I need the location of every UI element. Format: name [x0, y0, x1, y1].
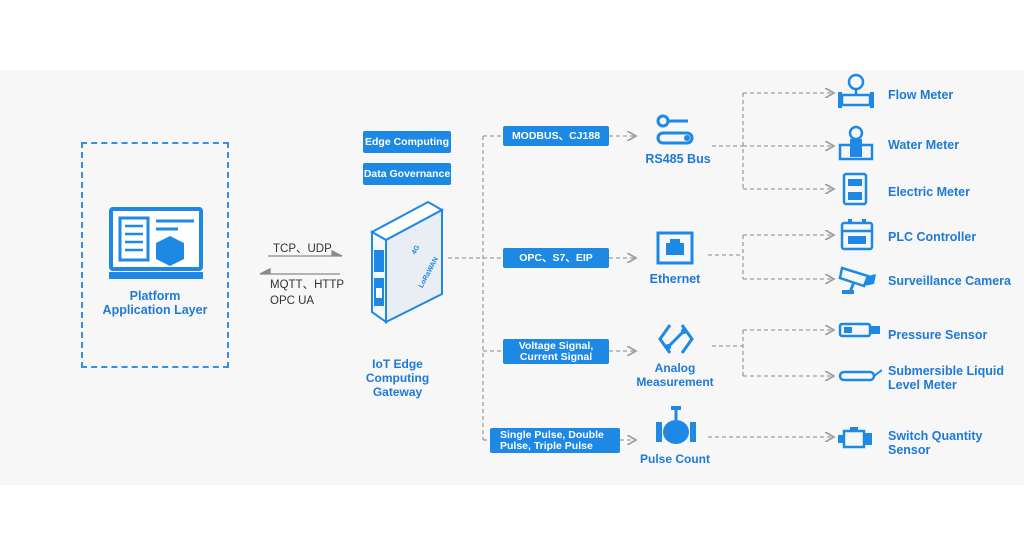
plc-controller-label-text: PLC Controller: [888, 230, 977, 244]
pulse-pill-line1: Single Pulse, Double: [500, 428, 604, 441]
electric-meter-label-text: Electric Meter: [888, 185, 970, 199]
analog-measurement-icon: [656, 321, 696, 362]
electric-meter-icon: [842, 172, 868, 211]
rs485-bus-label-text: RS485 Bus: [645, 152, 711, 166]
water-meter-icon: [838, 125, 874, 166]
analog-measurement-label: Analog Measurement: [630, 361, 720, 389]
monitor-icon: [108, 206, 204, 287]
ethernet-icon: [656, 231, 694, 270]
gateway-label-line1: IoT Edge Computing: [365, 357, 430, 385]
pulse-pill-line2: Pulse, Triple Pulse: [500, 439, 593, 452]
platform-label-line1: Platform: [129, 289, 181, 303]
flow-meter-icon: [838, 73, 874, 114]
platform-box: [81, 142, 229, 368]
level-meter-label-line1: Submersible Liquid: [888, 364, 1004, 378]
platform-label: Platform Application Layer: [81, 289, 229, 317]
analog-signal-pill: Voltage Signal, Current Signal: [503, 339, 609, 364]
platform-label-line2: Application Layer: [102, 303, 208, 317]
level-meter-label-line2: Level Meter: [888, 378, 957, 392]
analog-pill-line1: Voltage Signal,: [518, 339, 594, 352]
gateway-label: IoT Edge Computing Gateway: [340, 357, 455, 399]
switch-sensor-label-line2: Sensor: [888, 443, 931, 457]
ethernet-label: Ethernet: [630, 272, 720, 286]
analog-label-line1: Analog: [654, 361, 696, 375]
plc-controller-label: PLC Controller: [888, 230, 976, 244]
protocol-up-label: TCP、UDP: [273, 243, 332, 255]
modbus-pill-text: MODBUS、CJ188: [511, 129, 601, 142]
protocol-down-line1: MQTT、HTTP: [270, 279, 345, 291]
gateway-device-icon: [366, 198, 448, 329]
flow-meter-label: Flow Meter: [888, 88, 953, 102]
data-governance-tag: Data Governance: [363, 163, 451, 185]
pressure-sensor-label: Pressure Sensor: [888, 328, 987, 342]
analog-pill-line2: Current Signal: [519, 350, 593, 363]
analog-label-line2: Measurement: [636, 375, 714, 389]
electric-meter-label: Electric Meter: [888, 185, 970, 199]
switch-sensor-label-line1: Switch Quantity: [888, 429, 983, 443]
switch-sensor-icon: [838, 425, 882, 456]
surveillance-camera-label-text: Surveillance Camera: [888, 274, 1011, 288]
plc-controller-icon: [840, 219, 874, 258]
pulse-count-label: Pulse Count: [630, 452, 720, 466]
opc-pill-text: OPC、S7、EIP: [519, 251, 593, 264]
water-meter-label-text: Water Meter: [888, 138, 960, 152]
switch-sensor-label: Switch Quantity Sensor: [888, 429, 982, 457]
surveillance-camera-label: Surveillance Camera: [888, 274, 1011, 288]
level-meter-icon: [838, 366, 883, 389]
pressure-sensor-label-text: Pressure Sensor: [888, 328, 988, 342]
ethernet-label-text: Ethernet: [649, 272, 701, 286]
gateway-label-line2: Gateway: [372, 385, 423, 399]
edge-computing-tag: Edge Computing: [363, 131, 451, 153]
water-meter-label: Water Meter: [888, 138, 959, 152]
protocol-down-label: MQTT、HTTP OPC UA: [270, 277, 344, 309]
camera-icon: [838, 262, 878, 301]
rs485-bus-label: RS485 Bus: [630, 152, 726, 166]
level-meter-label: Submersible Liquid Level Meter: [888, 364, 1004, 392]
modbus-pill: MODBUS、CJ188: [503, 126, 609, 146]
pressure-sensor-icon: [838, 320, 882, 345]
pulse-count-icon: [654, 406, 698, 451]
pulse-count-label-text: Pulse Count: [639, 452, 710, 466]
flow-meter-label-text: Flow Meter: [888, 88, 954, 102]
opc-pill: OPC、S7、EIP: [503, 248, 609, 268]
protocol-down-line2: OPC UA: [270, 295, 315, 307]
pulse-pill: Single Pulse, Double Pulse, Triple Pulse: [490, 428, 620, 453]
rs485-bus-icon: [656, 113, 696, 152]
